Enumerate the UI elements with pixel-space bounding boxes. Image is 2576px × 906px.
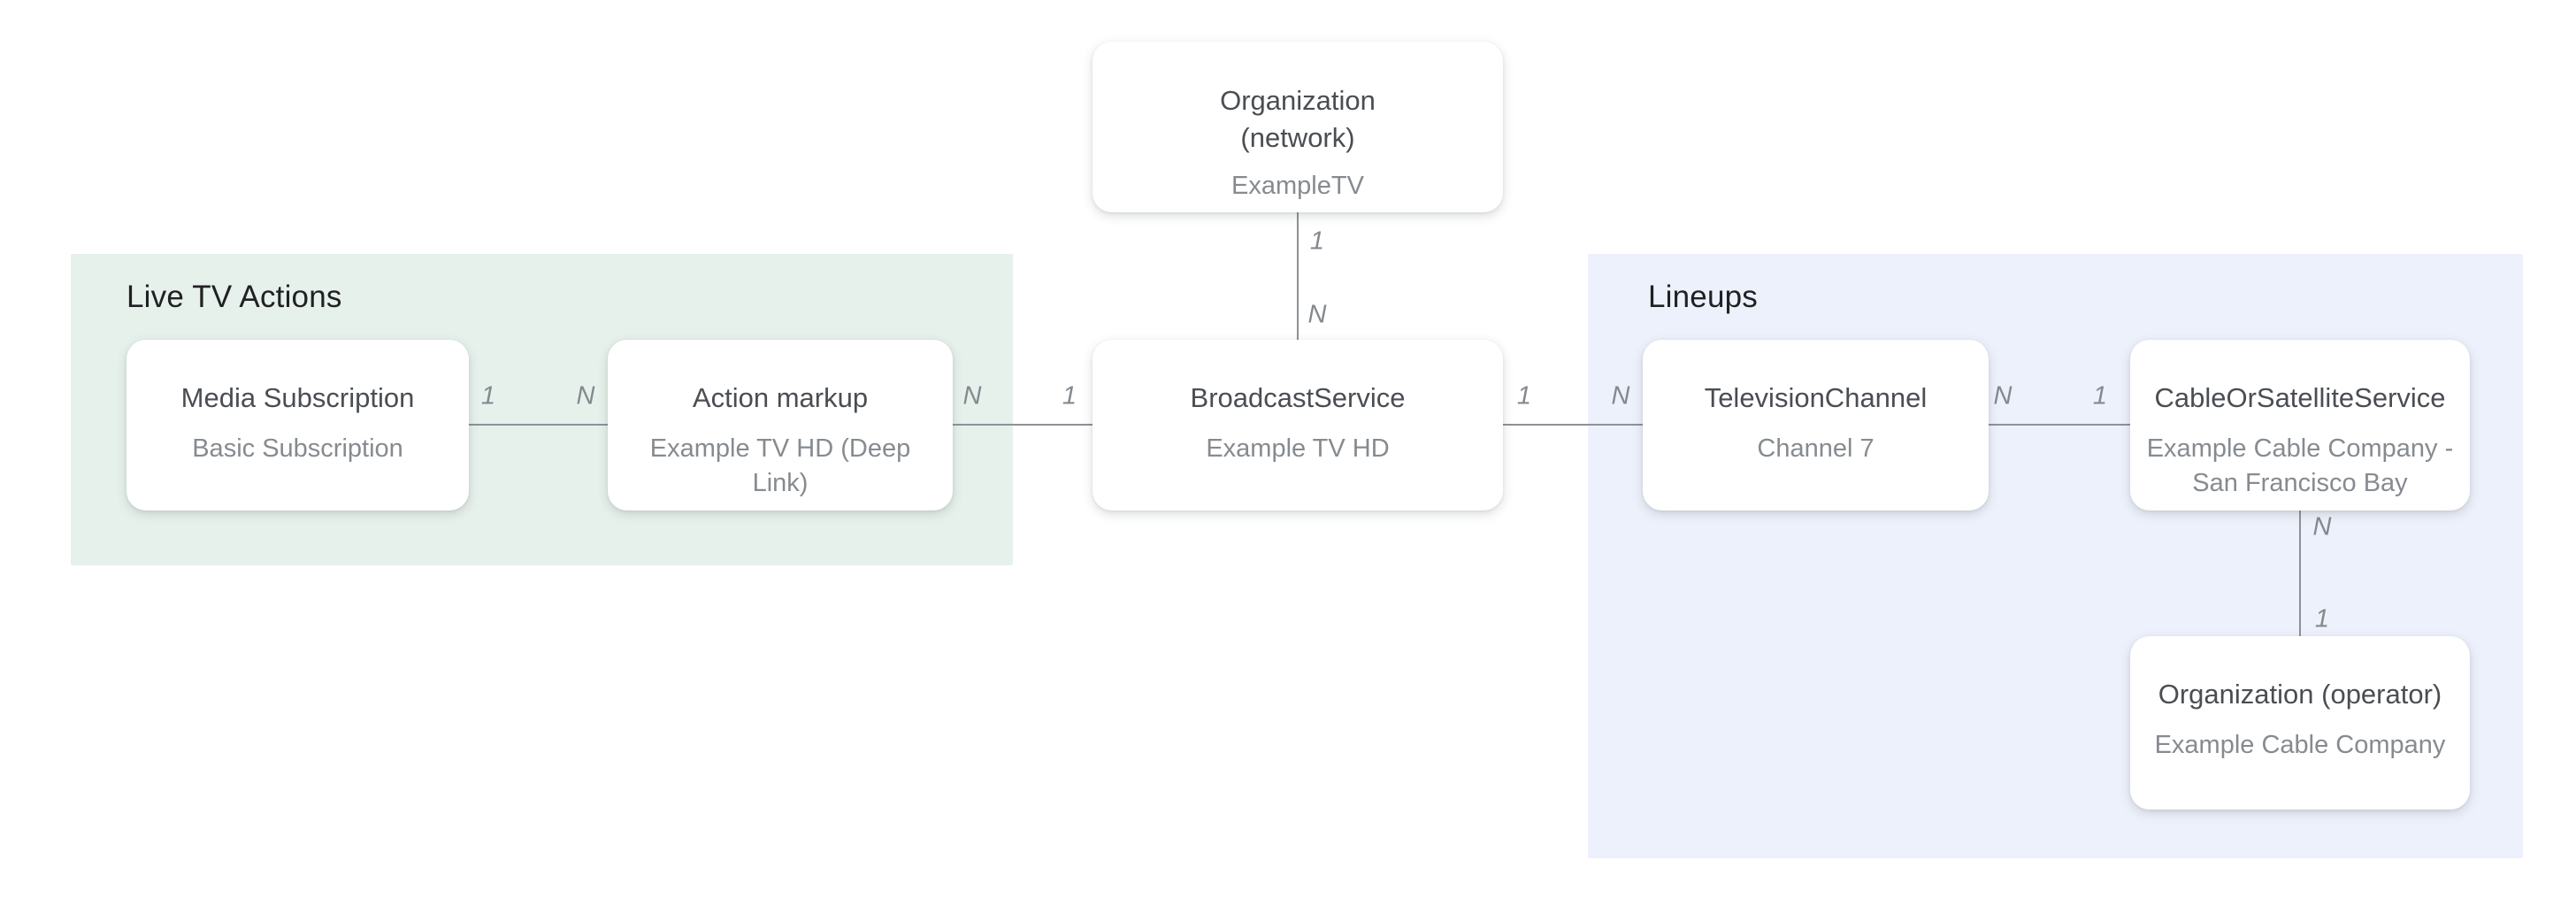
cardinality-label: N: [2312, 512, 2332, 541]
node-subtitle: Example TV HD: [1206, 434, 1390, 463]
node-cable-or-satellite-service: CableOrSatelliteService Example Cable Co…: [2130, 340, 2470, 511]
connector-broadcast-service-television-channel: [1503, 424, 1643, 426]
node-action-markup: Action markup Example TV HD (Deep Link): [608, 340, 953, 511]
region-title-live-tv-actions: Live TV Actions: [126, 280, 342, 314]
cardinality-label: N: [962, 381, 982, 411]
node-television-channel: TelevisionChannel Channel 7: [1643, 340, 1989, 511]
node-subtitle: Basic Subscription: [192, 434, 403, 463]
connector-cable-service-org-operator: [2299, 511, 2301, 636]
node-subtitle: Example TV HD (Deep Link): [649, 434, 911, 497]
cardinality-label: 1: [2314, 604, 2330, 633]
node-subtitle: Example Cable Company: [2154, 731, 2446, 759]
node-title: CableOrSatelliteService: [2154, 382, 2446, 413]
cardinality-label: N: [1611, 381, 1630, 411]
node-title: Organization (operator): [2158, 679, 2442, 710]
connector-media-subscription-action-markup: [469, 424, 608, 426]
node-title: TelevisionChannel: [1704, 382, 1928, 413]
region-title-lineups: Lineups: [1648, 280, 1759, 314]
cardinality-label: 1: [1062, 381, 1077, 411]
node-subtitle: Channel 7: [1757, 434, 1874, 463]
node-title: Action markup: [692, 382, 869, 413]
node-media-subscription: Media Subscription Basic Subscription: [126, 340, 469, 511]
node-title: Media Subscription: [180, 382, 415, 413]
node-title: BroadcastService: [1190, 382, 1406, 413]
cardinality-label: N: [576, 381, 595, 411]
node-subtitle: ExampleTV: [1231, 172, 1364, 200]
connector-org-network-broadcast-service: [1297, 212, 1299, 340]
cardinality-label: 1: [2092, 381, 2108, 411]
cardinality-label: 1: [1516, 381, 1532, 411]
cardinality-label: 1: [480, 381, 496, 411]
node-organization-operator: Organization (operator) Example Cable Co…: [2130, 636, 2470, 810]
cardinality-label: N: [1993, 381, 2012, 411]
node-title: (network): [1240, 122, 1355, 153]
connector-action-markup-broadcast-service: [953, 424, 1092, 426]
node-organization-network: Organization (network) ExampleTV: [1092, 42, 1503, 212]
connector-television-channel-cable-service: [1989, 424, 2130, 426]
cardinality-label: 1: [1309, 226, 1325, 256]
node-subtitle: Example Cable Company - San Francisco Ba…: [2146, 434, 2454, 497]
cardinality-label: N: [1307, 300, 1327, 329]
node-title: Organization: [1220, 85, 1376, 116]
node-broadcast-service: BroadcastService Example TV HD: [1092, 340, 1503, 511]
